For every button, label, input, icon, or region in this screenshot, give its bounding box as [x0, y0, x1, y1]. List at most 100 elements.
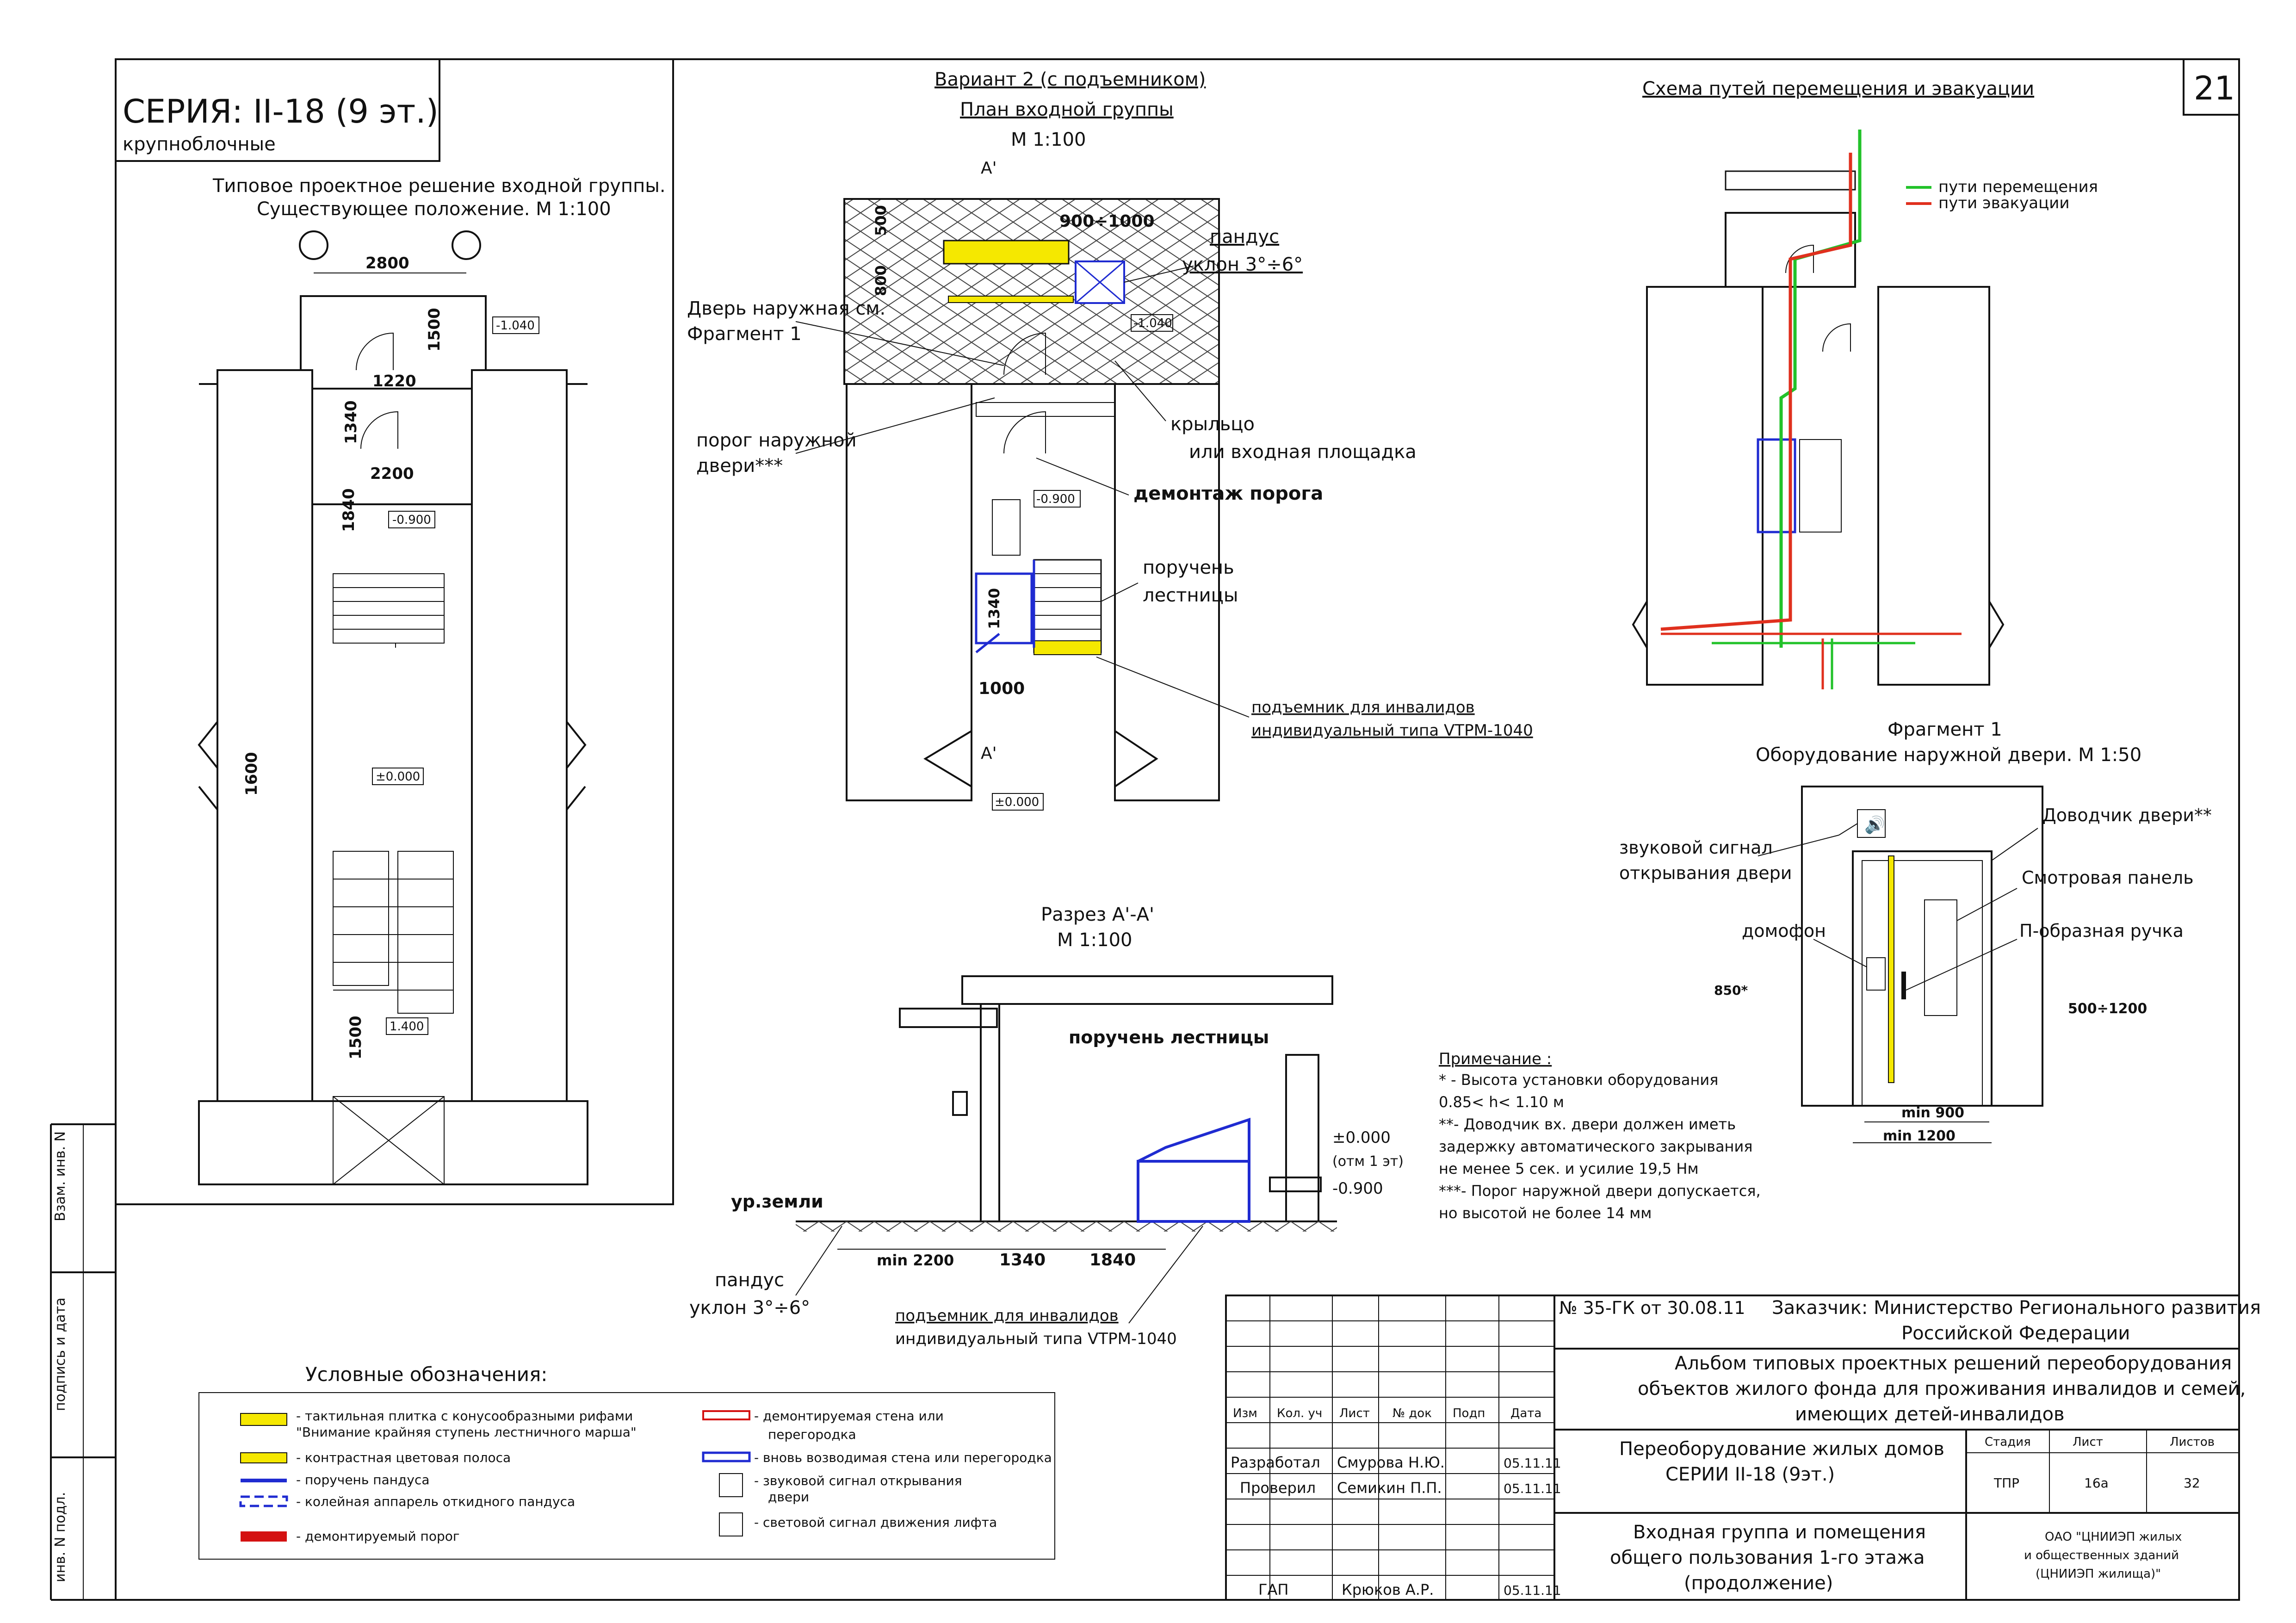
fragment-sound: звуковой сигнал [1619, 837, 1773, 858]
typical-dim-1: 2800 [365, 254, 409, 273]
legend-item-7: - вновь возводимая стена или перегородка [754, 1450, 1052, 1465]
stamp-gap-date: 05.11.11 [1504, 1583, 1561, 1598]
stamp-col-3: Лист [1339, 1406, 1370, 1420]
stamp-sheet-name3: (продолжение) [1684, 1573, 1833, 1594]
stamp-stage-h: Стадия [1985, 1435, 2031, 1449]
section-aa: Разрез А'-А' М 1:100 поручень лестницы у… [689, 904, 1404, 1348]
legend-item-1: - тактильная плитка с конусообразными ри… [296, 1408, 633, 1424]
stamp-customer: Заказчик: Министерство Регионального раз… [1772, 1297, 2261, 1319]
fragment-h850: 850* [1714, 983, 1748, 998]
variant-door: Дверь наружная см. [687, 298, 885, 319]
section-dim-3: 1840 [1089, 1251, 1136, 1270]
section-dim-2: 1340 [999, 1251, 1046, 1270]
fragment-sound2: открывания двери [1619, 863, 1792, 883]
typical-level-4: 1.400 [390, 1020, 424, 1034]
variant-level-3: ±0.000 [995, 795, 1039, 809]
section-level-2: (отм 1 эт) [1332, 1153, 1404, 1170]
typical-dim-4: 1340 [342, 400, 360, 444]
stamp-col-1: Изм [1233, 1406, 1257, 1420]
series-subtitle: крупноблочные [123, 134, 276, 155]
variant-handrail2: лестницы [1143, 585, 1238, 606]
variant-lift2: индивидуальный типа VTPM-1040 [1251, 721, 1533, 740]
legend: Условные обозначения: - тактильная плитк… [198, 1363, 1055, 1560]
stamp-object2: СЕРИИ II-18 (9эт.) [1665, 1464, 1835, 1485]
stamp-sheet-name2: общего пользования 1-го этажа [1610, 1547, 1925, 1568]
fragment-title2: Оборудование наружной двери. М 1:50 [1756, 744, 2141, 766]
legend-item-8: - звуковой сигнал открывания [754, 1473, 962, 1488]
stamp-chk-role: Проверил [1240, 1479, 1316, 1497]
notes-title: Примечание : [1439, 1050, 1552, 1068]
side-label-a: Взам. инв. N [52, 1131, 68, 1221]
stamp-org: ОАО "ЦНИИЭП жилых [2045, 1530, 2182, 1544]
stamp-col-2: Кол. уч [1277, 1406, 1322, 1420]
section-level-1: ±0.000 [1332, 1128, 1391, 1147]
evac-path [1660, 153, 1852, 631]
typical-title: Типовое проектное решение входной группы… [212, 175, 666, 197]
stamp-sheets: 32 [2184, 1475, 2200, 1491]
stamp-sheet: 16а [2084, 1475, 2109, 1491]
stamp-dev-role: Разработал [1231, 1454, 1320, 1471]
notes-line-5: не менее 5 сек. и усилие 19,5 Нм [1439, 1160, 1699, 1177]
notes: Примечание : * - Высота установки оборуд… [1439, 1050, 1761, 1222]
stamp-org3: (ЦНИИЭП жилища)" [2036, 1567, 2161, 1581]
stamp-sheets-h: Листов [2170, 1435, 2215, 1449]
typical-dim-6: 1840 [340, 488, 358, 532]
variant-title2: План входной группы [960, 99, 1174, 120]
side-label-b: подпись и дата [52, 1297, 68, 1411]
section-dim-1: min 2200 [877, 1251, 954, 1269]
typical-dim-2: 1500 [425, 308, 444, 352]
stamp-dev-date: 05.11.11 [1504, 1456, 1561, 1471]
variant-level-2: -0.900 [1036, 492, 1075, 506]
variant-level-1: -1.040 [1133, 316, 1172, 330]
stamp-object: Переоборудование жилых домов [1619, 1438, 1944, 1460]
stamp-album2: объектов жилого фонда для проживания инв… [1638, 1378, 2246, 1400]
variant-fragment: Фрагмент 1 [687, 323, 802, 345]
typical-dim-3: 1220 [372, 372, 416, 390]
legend-item-6b: перегородка [768, 1427, 856, 1442]
typical-level-3: ±0.000 [376, 770, 420, 784]
variant-title: Вариант 2 (с подъемником) [934, 69, 1206, 90]
variant-plan: Вариант 2 (с подъемником) План входной г… [687, 69, 1533, 811]
variant-threshold2: двери*** [696, 455, 783, 477]
variant-dim-3: 800 [872, 265, 890, 296]
legend-title: Условные обозначения: [305, 1363, 547, 1386]
section-ramp-slope: уклон 3°÷6° [689, 1297, 810, 1319]
stamp-order: № 35-ГК от 30.08.11 [1559, 1298, 1745, 1318]
variant-section-mark-top: А' [981, 159, 997, 178]
section-level-3: -0.900 [1332, 1179, 1383, 1198]
notes-line-3: **- Доводчик вх. двери должен иметь [1439, 1115, 1736, 1133]
stamp-col-4: № док [1392, 1406, 1432, 1420]
stamp-col-5: Подп [1453, 1406, 1485, 1420]
stamp-stage: ТПР [1993, 1475, 2019, 1491]
notes-line-2: 0.85< h< 1.10 м [1439, 1093, 1564, 1111]
stamp-dev-name: Смурова Н.Ю. [1337, 1454, 1445, 1471]
typical-dim-5: 2200 [370, 465, 414, 483]
fragment-title: Фрагмент 1 [1888, 719, 2002, 740]
section-lift2: индивидуальный типа VTPM-1040 [895, 1330, 1177, 1348]
sound-signal-icon [719, 1473, 743, 1497]
stamp-chk-name: Семикин П.П. [1337, 1479, 1442, 1497]
typical-level-2: -0.900 [392, 513, 431, 527]
fragment-min1200: min 1200 [1883, 1128, 1956, 1144]
fragment-intercom: домофон [1742, 921, 1826, 941]
variant-porch: крыльцо [1170, 414, 1255, 435]
variant-scale: М 1:100 [1011, 129, 1086, 150]
variant-lift: подъемник для инвалидов [1251, 698, 1475, 717]
legend-item-3: - поручень пандуса [296, 1472, 430, 1487]
section-title: Разрез А'-А' [1041, 904, 1154, 925]
fragment-w500: 500÷1200 [2068, 1001, 2147, 1017]
legend-item-9: - световой сигнал движения лифта [754, 1515, 997, 1530]
legend-item-8b: двери [768, 1489, 809, 1505]
typical-level-1: -1.040 [496, 319, 535, 333]
legend-item-4: - колейная аппарель откидного пандуса [296, 1494, 575, 1509]
legend-item-1b: "Внимание крайняя ступень лестничного ма… [296, 1425, 637, 1440]
stamp-album3: имеющих детей-инвалидов [1795, 1404, 2065, 1425]
evac-title: Схема путей перемещения и эвакуации [1642, 78, 2034, 99]
notes-line-6: ***- Порог наружной двери допускается, [1439, 1182, 1761, 1200]
variant-handrail: поручень [1143, 557, 1234, 578]
variant-dim-4: 1340 [985, 588, 1003, 629]
notes-line-7: но высотой не более 14 мм [1439, 1204, 1652, 1222]
stamp-customer2: Российской Федерации [1901, 1323, 2130, 1344]
fragment-window: Смотровая панель [2022, 867, 2194, 888]
section-ground: ур.земли [731, 1191, 823, 1212]
